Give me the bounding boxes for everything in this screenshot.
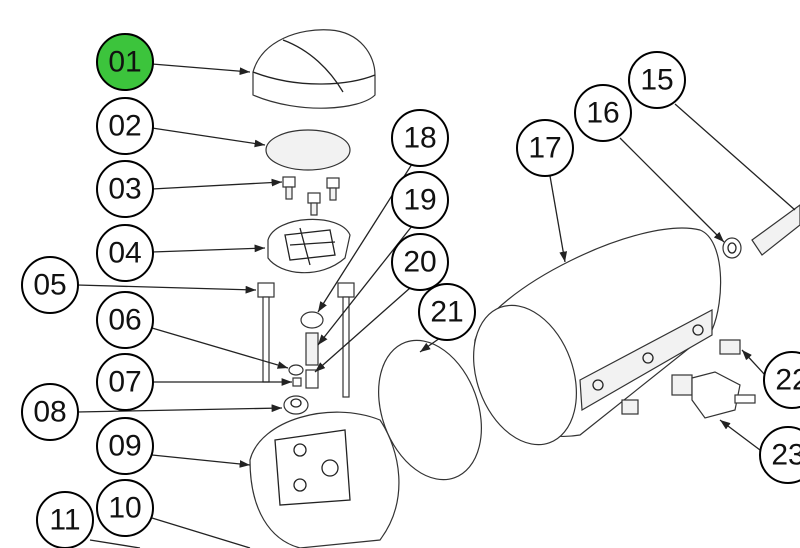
part-18-oring[interactable] xyxy=(300,311,324,329)
callout-19[interactable]: 19 xyxy=(391,171,449,229)
svg-text:18: 18 xyxy=(403,122,436,155)
svg-text:07: 07 xyxy=(108,366,141,399)
callout-11[interactable]: 11 xyxy=(36,491,94,548)
svg-text:17: 17 xyxy=(528,132,561,165)
part-15-threaded-rod[interactable] xyxy=(751,204,800,256)
callout-17[interactable]: 17 xyxy=(516,119,574,177)
callout-01[interactable]: 01 xyxy=(96,33,154,91)
part-06-washer[interactable] xyxy=(288,364,304,376)
svg-text:10: 10 xyxy=(108,492,141,525)
part-09-housing[interactable] xyxy=(249,411,400,548)
svg-text:21: 21 xyxy=(430,296,463,329)
svg-text:15: 15 xyxy=(640,64,673,97)
svg-text:11: 11 xyxy=(49,504,80,537)
svg-text:04: 04 xyxy=(108,237,141,270)
callout-04[interactable]: 04 xyxy=(96,224,154,282)
callout-16[interactable]: 16 xyxy=(574,84,632,142)
callout-22[interactable]: 22 xyxy=(763,351,800,409)
svg-text:06: 06 xyxy=(108,304,141,337)
part-16-washer[interactable] xyxy=(722,237,742,259)
callout-21[interactable]: 21 xyxy=(418,283,476,341)
svg-text:01: 01 xyxy=(108,46,141,79)
callout-18[interactable]: 18 xyxy=(391,109,449,167)
callout-15[interactable]: 15 xyxy=(628,51,686,109)
svg-text:19: 19 xyxy=(403,184,436,217)
callout-05[interactable]: 05 xyxy=(21,256,79,314)
svg-text:08: 08 xyxy=(33,396,66,429)
callout-20[interactable]: 20 xyxy=(391,233,449,291)
svg-text:03: 03 xyxy=(108,173,141,206)
callout-07[interactable]: 07 xyxy=(96,353,154,411)
svg-text:20: 20 xyxy=(403,246,436,279)
svg-text:05: 05 xyxy=(33,269,66,302)
part-07-fitting[interactable] xyxy=(292,369,319,389)
part-04-base-plate[interactable] xyxy=(267,218,351,274)
callout-02[interactable]: 02 xyxy=(96,97,154,155)
callout-09[interactable]: 09 xyxy=(96,417,154,475)
callout-06[interactable]: 06 xyxy=(96,291,154,349)
part-22-plug[interactable] xyxy=(621,339,741,415)
callout-03[interactable]: 03 xyxy=(96,160,154,218)
part-08-nut[interactable] xyxy=(283,395,309,415)
part-21-gasket[interactable] xyxy=(360,326,499,494)
svg-text:22: 22 xyxy=(775,364,800,397)
part-01-cap[interactable] xyxy=(252,29,376,109)
svg-text:16: 16 xyxy=(586,97,619,130)
svg-text:02: 02 xyxy=(108,110,141,143)
part-02-disc[interactable] xyxy=(265,129,351,171)
leader-lines xyxy=(76,63,796,548)
part-23-sensor[interactable] xyxy=(671,371,756,419)
part-19-spring[interactable] xyxy=(305,332,319,366)
svg-text:23: 23 xyxy=(771,439,800,472)
callout-23[interactable]: 23 xyxy=(759,426,800,484)
svg-text:09: 09 xyxy=(108,430,141,463)
callout-10[interactable]: 10 xyxy=(96,479,154,537)
part-17-cylinder[interactable] xyxy=(455,227,722,459)
part-03-screws[interactable] xyxy=(282,176,340,216)
callout-08[interactable]: 08 xyxy=(21,383,79,441)
